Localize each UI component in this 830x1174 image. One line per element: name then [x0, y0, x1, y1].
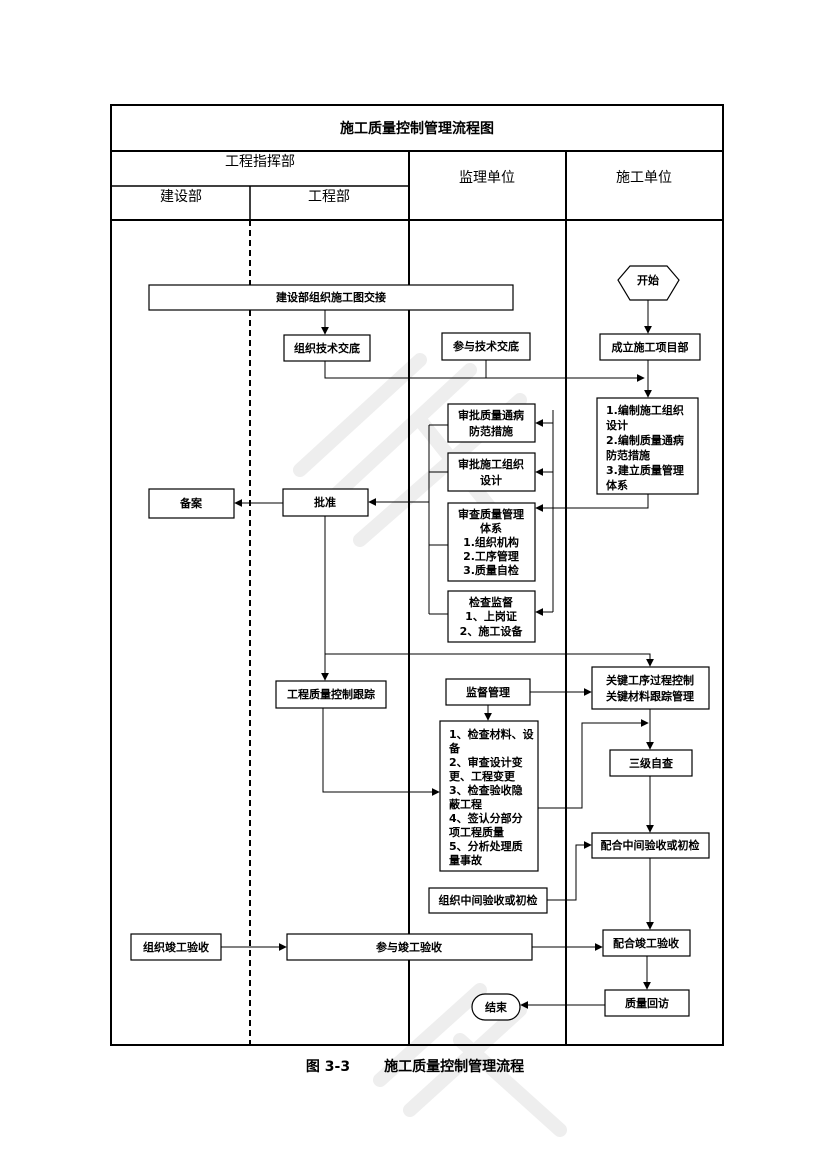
supervision-item-line: 4、签认分部分: [449, 811, 523, 825]
review-quality-system-line: 审查质量管理: [458, 507, 524, 521]
approve-defect-measures-box[interactable]: 审批质量通病 防范措施: [447, 403, 536, 443]
contractor-task-line: 3.建立质量管理: [606, 463, 684, 477]
join-completion-acceptance-box[interactable]: 参与竣工验收: [286, 933, 533, 961]
supervision-item-line: 3、检查验收隐: [449, 783, 523, 797]
supervision-item-line: 2、审查设计变: [449, 755, 523, 769]
supervision-item-line: 1、检查材料、设: [449, 727, 535, 741]
three-level-check-box[interactable]: 三级自查: [609, 749, 693, 777]
join-completion-acceptance-label: 参与竣工验收: [376, 940, 442, 954]
arrow-items-to-contractor: [538, 719, 649, 809]
drawing-handover-box[interactable]: 建设部组织施工图交接: [148, 284, 514, 311]
record-label: 备案: [179, 496, 203, 510]
cooperate-midterm-check-box[interactable]: 配合中间验收或初检: [591, 832, 710, 859]
quality-tracking-label: 工程质量控制跟踪: [287, 687, 375, 701]
setup-project-dept-label: 成立施工项目部: [612, 340, 689, 354]
contractor-task-line: 体系: [606, 478, 628, 492]
figure-caption: 图 3-3 施工质量控制管理流程: [0, 1056, 830, 1076]
approve-box[interactable]: 批准: [282, 488, 369, 517]
swimlane-grid: [110, 104, 724, 1046]
header-construction-dept: 建设部: [160, 189, 202, 205]
quality-revisit-box[interactable]: 质量回访: [604, 989, 690, 1017]
arrow-tasks-to-supervision: [553, 494, 649, 509]
header-supervision-unit: 监理单位: [459, 170, 515, 186]
review-quality-system-line: 3.质量自检: [463, 563, 519, 577]
start-node[interactable]: 开始: [617, 265, 680, 301]
caption-figure-number: 图 3-3: [305, 1059, 351, 1075]
supervision-item-line: 5、分析处理质: [449, 839, 523, 853]
supervision-item-line: 项工程质量: [449, 825, 504, 839]
org-tech-briefing-label: 组织技术交底: [294, 341, 360, 355]
approve-construction-design-line: 设计: [480, 473, 502, 487]
arrow-org-to-coop-midterm: [547, 841, 592, 901]
end-node[interactable]: 结束: [471, 993, 521, 1021]
arrow-approve-to-key-process: [325, 653, 654, 667]
approve-defect-measures-line: 审批质量通病: [458, 408, 524, 422]
review-quality-system-line: 体系: [480, 521, 502, 535]
three-level-check-label: 三级自查: [629, 756, 673, 770]
join-tech-briefing-label: 参与技术交底: [453, 339, 519, 353]
supervision-items-box[interactable]: 1、检查材料、设 备 2、审查设计变 更、工程变更 3、检查验收隐 蔽工程 4、…: [439, 720, 539, 872]
cooperate-midterm-check-label: 配合中间验收或初检: [601, 838, 700, 852]
supervision-item-line: 更、工程变更: [449, 769, 516, 783]
org-midterm-check-box[interactable]: 组织中间验收或初检: [428, 887, 548, 914]
approve-label: 批准: [314, 495, 336, 509]
start-label: 开始: [637, 273, 659, 287]
contractor-task-line: 设计: [606, 418, 628, 432]
supervision-mgmt-label: 监督管理: [466, 685, 510, 699]
check-supervision-box[interactable]: 检查监督 1、上岗证 2、施工设备: [447, 590, 536, 643]
review-quality-system-box[interactable]: 审查质量管理 体系 1.组织机构 2.工序管理 3.质量自检: [447, 502, 536, 582]
check-supervision-line: 2、施工设备: [460, 624, 524, 638]
supervision-item-line: 备: [448, 741, 461, 755]
setup-project-dept-box[interactable]: 成立施工项目部: [599, 333, 701, 361]
record-box[interactable]: 备案: [148, 488, 235, 519]
caption-text: 施工质量控制管理流程: [384, 1059, 525, 1075]
header-contractor-unit: 施工单位: [616, 170, 672, 186]
diagram-title: 施工质量控制管理流程图: [340, 120, 494, 137]
approve-construction-design-line: 审批施工组织: [458, 457, 524, 471]
contractor-task-line: 防范措施: [606, 448, 650, 462]
contractor-task-line: 2.编制质量通病: [606, 433, 684, 447]
key-process-control-box[interactable]: 关键工序过程控制 关键材料跟踪管理: [591, 666, 710, 710]
key-process-control-line: 关键工序过程控制: [606, 673, 694, 687]
contractor-task-line: 1.编制施工组织: [606, 403, 684, 417]
quality-tracking-box[interactable]: 工程质量控制跟踪: [275, 680, 387, 709]
join-tech-briefing-box[interactable]: 参与技术交底: [441, 332, 531, 361]
org-midterm-check-label: 组织中间验收或初检: [439, 893, 538, 907]
review-quality-system-line: 2.工序管理: [463, 549, 519, 563]
org-completion-acceptance-label: 组织竣工验收: [143, 940, 209, 954]
check-supervision-line: 1、上岗证: [465, 609, 517, 623]
supervision-item-line: 蔽工程: [449, 797, 482, 811]
supervision-mgmt-box[interactable]: 监督管理: [445, 678, 531, 706]
approve-defect-measures-line: 防范措施: [469, 424, 513, 438]
check-supervision-line: 检查监督: [469, 595, 513, 609]
cooperate-completion-acceptance-box[interactable]: 配合竣工验收: [602, 929, 691, 957]
org-tech-briefing-box[interactable]: 组织技术交底: [283, 334, 371, 362]
connectors: [221, 300, 654, 1009]
header-engineering-dept: 工程部: [308, 189, 350, 205]
contractor-tasks-box[interactable]: 1.编制施工组织 设计 2.编制质量通病 防范措施 3.建立质量管理 体系: [596, 397, 699, 495]
quality-revisit-label: 质量回访: [625, 996, 669, 1010]
drawing-handover-label: 建设部组织施工图交接: [276, 290, 386, 304]
arrow-briefing-to-contractor: [324, 361, 645, 382]
supervision-item-line: 量事故: [449, 853, 483, 867]
header-engineering-command: 工程指挥部: [225, 154, 295, 170]
review-quality-system-line: 1.组织机构: [463, 535, 519, 549]
end-label: 结束: [484, 1000, 508, 1014]
arrow-tracking-to-items: [322, 708, 440, 796]
cooperate-completion-acceptance-label: 配合竣工验收: [613, 936, 679, 950]
org-completion-acceptance-box[interactable]: 组织竣工验收: [130, 933, 222, 961]
approve-construction-design-box[interactable]: 审批施工组织 设计: [447, 452, 536, 492]
key-process-control-line: 关键材料跟踪管理: [606, 689, 694, 703]
